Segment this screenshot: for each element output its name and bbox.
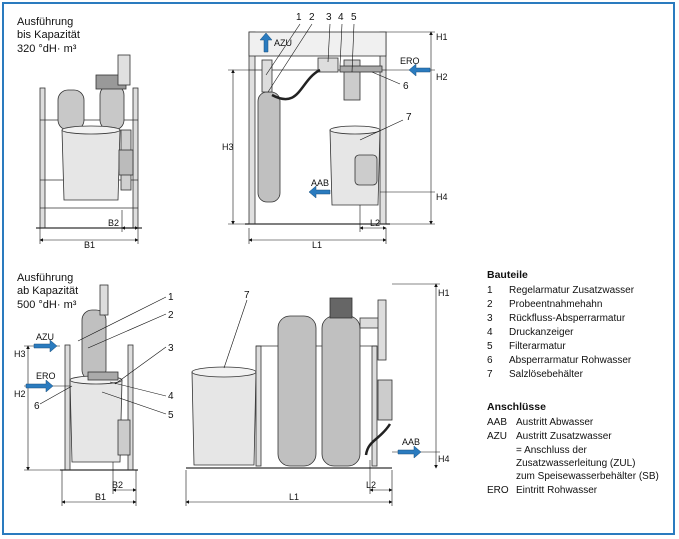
callout-1-bottom: 1: [168, 292, 174, 303]
bauteil-number: 3: [487, 313, 493, 324]
anschluesse-heading: Anschlüsse: [487, 401, 546, 413]
callout-5-top: 5: [351, 12, 357, 23]
anschluss-text: = Anschluss der: [516, 445, 588, 456]
bauteil-text: Salzlösebehälter: [509, 369, 584, 380]
anschluss-text: Zusatzwasserleitung (ZUL): [516, 458, 635, 469]
anschluss-text: Austritt Zusatzwasser: [516, 431, 612, 442]
aab-arrow-bottom: [397, 445, 422, 459]
bottom-front-view: [186, 297, 393, 469]
callout-7-bottom: 7: [244, 290, 250, 301]
ero-label-bottom: ERO: [36, 371, 56, 381]
bauteil-number: 7: [487, 369, 493, 380]
dim-h1-bottom: H1: [438, 288, 450, 298]
dim-h4-bottom: H4: [438, 454, 450, 464]
dim-b2-bottom: B2: [112, 480, 123, 490]
aab-label-top: AAB: [311, 178, 329, 188]
anschluss-text: zum Speisewasserbehälter (SB): [516, 471, 659, 482]
ero-arrow-top: [408, 63, 431, 77]
dim-h3-top: H3: [222, 142, 234, 152]
dim-h3-bottom: H3: [14, 349, 26, 359]
callout-4-top: 4: [338, 12, 344, 23]
bauteil-text: Rückfluss-Absperrarmatur: [509, 313, 626, 324]
ero-label-top: ERO: [400, 56, 420, 66]
dim-l1-top: L1: [312, 240, 322, 250]
anschluss-code: AAB: [487, 417, 507, 428]
bottom-side-view: [60, 284, 138, 471]
top-variant-line2: bis Kapazität: [17, 29, 80, 41]
callout-leaders: [39, 23, 404, 415]
bauteil-number: 1: [487, 285, 493, 296]
azu-label-top: AZU: [274, 38, 292, 48]
callout-7-top: 7: [406, 112, 412, 123]
callout-2-bottom: 2: [168, 310, 174, 321]
bauteil-text: Regelarmatur Zusatzwasser: [509, 285, 635, 296]
bauteil-text: Absperrarmatur Rohwasser: [509, 355, 632, 366]
bauteil-number: 6: [487, 355, 493, 366]
callout-2-top: 2: [309, 12, 315, 23]
dim-h2-top: H2: [436, 72, 448, 82]
bauteil-number: 5: [487, 341, 493, 352]
bauteile-legend: Bauteile 1 Regelarmatur Zusatzwasser 2 P…: [487, 269, 635, 380]
dim-b1-bottom: B1: [95, 492, 106, 502]
callout-6-top: 6: [403, 81, 409, 92]
bauteil-text: Filterarmatur: [509, 341, 566, 352]
connection-arrows: [25, 32, 431, 459]
azu-label-bottom: AZU: [36, 332, 54, 342]
bauteil-number: 2: [487, 299, 493, 310]
aab-arrow-top: [308, 185, 331, 199]
dim-h1-top: H1: [436, 32, 448, 42]
top-front-view: [245, 31, 390, 225]
aab-label-bottom: AAB: [402, 437, 420, 447]
callout-3-bottom: 3: [168, 343, 174, 354]
dim-l2-top: L2: [370, 218, 380, 228]
bauteile-heading: Bauteile: [487, 269, 528, 281]
bottom-variant-line1: Ausführung: [17, 272, 73, 284]
dim-h2-bottom: H2: [14, 389, 26, 399]
anschluss-code: ERO: [487, 485, 509, 496]
dim-b1-top: B1: [84, 240, 95, 250]
bottom-variant-line2: ab Kapazität: [17, 285, 78, 297]
top-variant-line1: Ausführung: [17, 16, 73, 28]
azu-arrow-bottom: [33, 339, 58, 353]
callout-3-top: 3: [326, 12, 332, 23]
ero-arrow-bottom: [25, 379, 54, 393]
dim-b2-top: B2: [108, 218, 119, 228]
anschluesse-legend: Anschlüsse AAB Austritt Abwasser AZU Aus…: [487, 401, 659, 496]
anschluss-text: Austritt Abwasser: [516, 417, 594, 428]
azu-arrow-top: [259, 32, 273, 53]
bauteil-text: Probeentnahmehahn: [509, 299, 602, 310]
bauteil-number: 4: [487, 327, 493, 338]
callout-5-bottom: 5: [168, 410, 174, 421]
callout-6-bottom: 6: [34, 401, 40, 412]
dim-l1-bottom: L1: [289, 492, 299, 502]
dim-h4-top: H4: [436, 192, 448, 202]
callout-4-bottom: 4: [168, 391, 174, 402]
bottom-variant-line3: 500 °dH· m³: [17, 299, 77, 311]
top-side-view: [36, 54, 142, 229]
callout-1-top: 1: [296, 12, 302, 23]
dim-l2-bottom: L2: [366, 480, 376, 490]
anschluss-text: Eintritt Rohwasser: [516, 485, 598, 496]
top-variant-line3: 320 °dH· m³: [17, 43, 77, 55]
bauteil-text: Druckanzeiger: [509, 327, 574, 338]
anschluss-code: AZU: [487, 431, 507, 442]
